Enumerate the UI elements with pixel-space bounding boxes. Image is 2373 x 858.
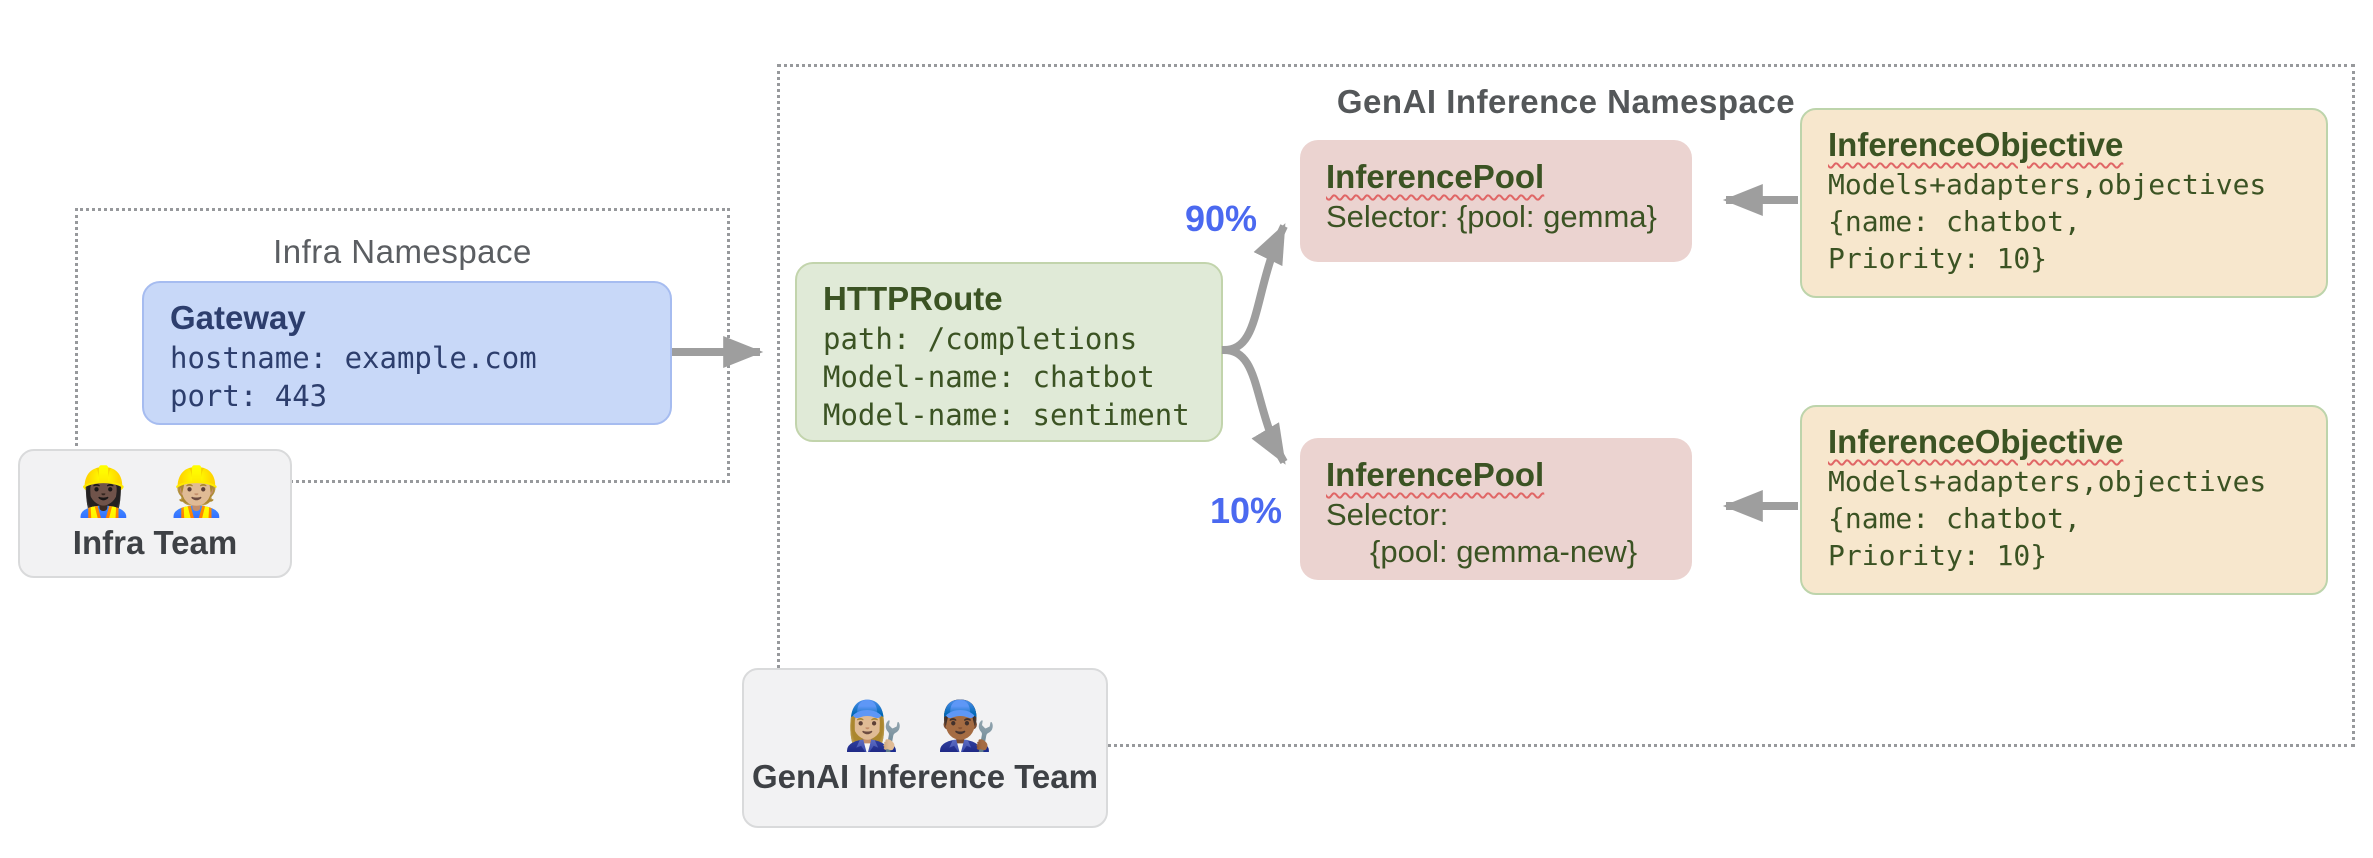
mechanic-emojis-icon: 👩🏼‍🔧 👨🏾‍🔧 bbox=[843, 700, 1007, 753]
inferenceobjective-bottom-title: InferenceObjective bbox=[1828, 421, 2300, 463]
inferencepool-gemma-new-selector: Selector: bbox=[1326, 497, 1449, 532]
inferencepool-gemma-selector: Selector: {pool: gemma} bbox=[1326, 199, 1657, 234]
inferenceobjective-top-models: Models+adapters,objectives bbox=[1828, 168, 2267, 201]
httproute-model-chatbot: Model-name: chatbot bbox=[823, 360, 1155, 394]
inferenceobjective-top-priority: Priority: 10} bbox=[1828, 242, 2048, 275]
inferencepool-gemma-new-title-text: InferencePool bbox=[1326, 456, 1545, 493]
inferencepool-gemma-new-node: InferencePool Selector: {pool: gemma-new… bbox=[1300, 438, 1692, 580]
genai-inference-team-card: 👩🏼‍🔧 👨🏾‍🔧 GenAI Inference Team bbox=[742, 668, 1108, 828]
genai-inference-team-label: GenAI Inference Team bbox=[751, 758, 1098, 795]
gateway-hostname: hostname: example.com bbox=[170, 341, 537, 375]
inferenceobjective-top-title-text: InferenceObjective bbox=[1828, 126, 2124, 163]
inferenceobjective-bottom-name: {name: chatbot, bbox=[1828, 502, 2081, 535]
traffic-split-90-label: 90% bbox=[1185, 198, 1258, 239]
httproute-model-sentiment: Model-name: sentiment bbox=[823, 398, 1190, 432]
genai-namespace-title: GenAI Inference Namespace bbox=[1336, 83, 1796, 120]
inferencepool-gemma-title-text: InferencePool bbox=[1326, 158, 1545, 195]
inferencepool-gemma-new-title: InferencePool bbox=[1326, 454, 1666, 496]
inferenceobjective-top-name: {name: chatbot, bbox=[1828, 205, 2081, 238]
gateway-title: Gateway bbox=[170, 299, 306, 336]
inferencepool-gemma-node: InferencePool Selector: {pool: gemma} bbox=[1300, 140, 1692, 262]
construction-worker-emojis-icon: 👷🏿‍♀️ 👷🏼 bbox=[73, 465, 237, 519]
infra-team-label: Infra Team bbox=[72, 523, 238, 561]
inferenceobjective-bottom-node: InferenceObjective Models+adapters,objec… bbox=[1800, 405, 2328, 595]
inferenceobjective-top-title: InferenceObjective bbox=[1828, 124, 2300, 166]
gateway-port: port: 443 bbox=[170, 379, 328, 413]
httproute-title: HTTPRoute bbox=[823, 280, 1003, 317]
httproute-node: HTTPRoute path: /completions Model-name:… bbox=[795, 262, 1223, 442]
inferencepool-gemma-new-selector-value-text: {pool: gemma-new} bbox=[1370, 534, 1638, 569]
inferenceobjective-bottom-models: Models+adapters,objectives bbox=[1828, 465, 2267, 498]
inferenceobjective-top-node: InferenceObjective Models+adapters,objec… bbox=[1800, 108, 2328, 298]
infra-namespace-title: Infra Namespace bbox=[273, 233, 532, 270]
gateway-node: Gateway hostname: example.com port: 443 bbox=[142, 281, 672, 425]
inferencepool-gemma-new-selector-value: {pool: gemma-new} bbox=[1326, 533, 1666, 570]
inferencepool-gemma-title: InferencePool bbox=[1326, 156, 1666, 198]
traffic-split-10-label: 10% bbox=[1210, 490, 1283, 531]
inferenceobjective-bottom-title-text: InferenceObjective bbox=[1828, 423, 2124, 460]
inferenceobjective-bottom-priority: Priority: 10} bbox=[1828, 539, 2048, 572]
httproute-path: path: /completions bbox=[823, 322, 1138, 356]
infra-team-card: 👷🏿‍♀️ 👷🏼 Infra Team bbox=[18, 449, 292, 578]
